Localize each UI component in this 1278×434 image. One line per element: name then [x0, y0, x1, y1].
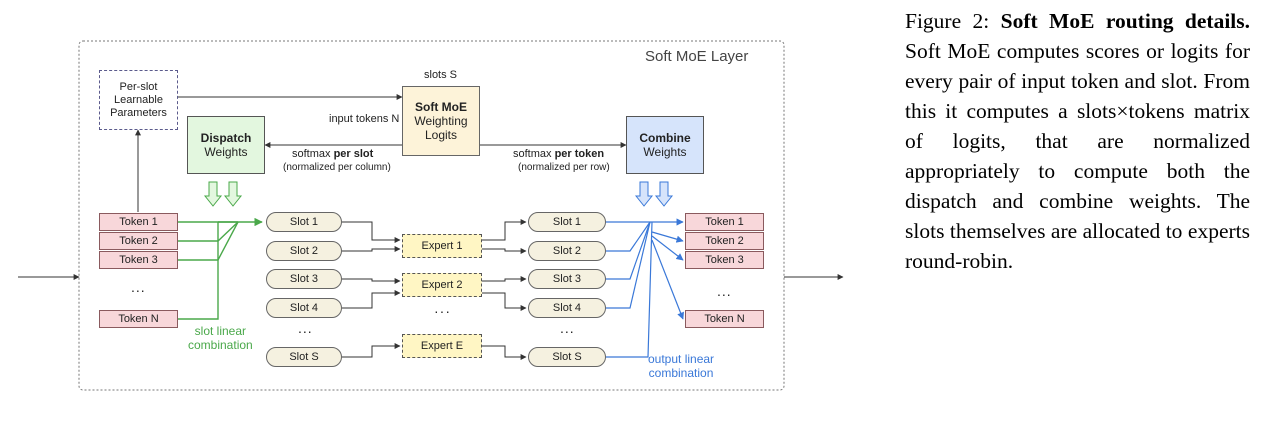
expert-ellipsis: ··· — [434, 303, 451, 319]
combine-down-arrow-2 — [654, 181, 674, 207]
softmax-token-prefix: softmax — [513, 148, 555, 160]
output-linear-lines — [606, 218, 684, 358]
params-line-3: Parameters — [110, 106, 167, 119]
output-slot-ellipsis: ... — [560, 320, 575, 336]
combine-weights-box: Combine Weights — [626, 116, 704, 174]
dispatch-weights-box: Dispatch Weights — [187, 116, 265, 174]
output-token: Token 2 — [685, 232, 764, 250]
output-slot: Slot 3 — [528, 269, 606, 289]
output-slot: Slot 1 — [528, 212, 606, 232]
output-token: Token N — [685, 310, 764, 328]
expert-box: Expert 1 — [402, 234, 482, 258]
output-token: Token 3 — [685, 251, 764, 269]
output-slot: Slot S — [528, 347, 606, 367]
weighting-logits-box: Soft MoE Weighting Logits — [402, 86, 480, 156]
input-token-ellipsis: ... — [131, 279, 146, 295]
output-slot: Slot 2 — [528, 241, 606, 261]
output-linear-label: output linear combination — [648, 352, 714, 380]
slots-label: slots S — [424, 69, 458, 81]
caption-bold: Soft MoE routing details. — [1000, 9, 1251, 33]
input-token: Token 2 — [99, 232, 178, 250]
slot-linear-label: slot linear combination — [188, 324, 253, 352]
params-line-1: Per-slot — [119, 80, 158, 93]
output-token-ellipsis: ... — [717, 283, 732, 299]
logits-line-2: Weighting — [414, 114, 468, 128]
input-slot: Slot 4 — [266, 298, 342, 318]
input-token: Token 3 — [99, 251, 178, 269]
expert-box: Expert 2 — [402, 273, 482, 297]
dispatch-sub: Weights — [204, 145, 248, 159]
dispatch-title: Dispatch — [200, 131, 252, 145]
learnable-params-box: Per-slot Learnable Parameters — [99, 70, 178, 130]
input-slot: Slot 2 — [266, 241, 342, 261]
output-linear-line-2: combination — [648, 366, 714, 380]
caption-label: Figure 2: — [905, 9, 990, 33]
caption-text: Soft MoE computes scores or logits for e… — [905, 39, 1250, 273]
softmax-token-note: (normalized per row) — [518, 162, 610, 173]
layer-frame — [78, 40, 785, 391]
slot-linear-line-2: combination — [188, 338, 253, 352]
softmax-slot-bold: per slot — [333, 148, 374, 160]
logits-title: Soft MoE — [415, 100, 467, 114]
layer-title: Soft MoE Layer — [645, 48, 749, 65]
logits-line-3: Logits — [424, 128, 458, 142]
slot-linear-line-1: slot linear — [194, 324, 247, 338]
slot-linear-lines — [178, 217, 263, 320]
softmax-slot-note: (normalized per column) — [283, 162, 391, 173]
softmax-slot-prefix: softmax — [292, 148, 334, 160]
softmax-token-bold: per token — [554, 148, 605, 160]
params-line-2: Learnable — [114, 93, 163, 106]
combine-title: Combine — [639, 131, 691, 145]
figure-caption: Figure 2: Soft MoE routing details. Soft… — [905, 6, 1250, 276]
input-slot-ellipsis: ... — [298, 320, 313, 336]
combine-down-arrow-1 — [634, 181, 654, 207]
diagram-connectors — [18, 40, 844, 391]
combine-sub: Weights — [643, 145, 687, 159]
input-slot: Slot 1 — [266, 212, 342, 232]
slot-expert-lines — [342, 219, 527, 360]
output-token: Token 1 — [685, 213, 764, 231]
input-slot: Slot S — [266, 347, 342, 367]
expert-box: Expert E — [402, 334, 482, 358]
softmax-per-token-label: softmax per token — [513, 148, 604, 160]
output-slot: Slot 4 — [528, 298, 606, 318]
dispatch-down-arrow-2 — [223, 181, 243, 207]
dispatch-down-arrow-1 — [203, 181, 223, 207]
softmax-per-slot-label: softmax per slot — [292, 148, 373, 160]
input-slot: Slot 3 — [266, 269, 342, 289]
input-token: Token N — [99, 310, 178, 328]
input-tokens-label: input tokens N — [329, 113, 400, 125]
input-token: Token 1 — [99, 213, 178, 231]
output-linear-line-1: output linear — [648, 352, 715, 366]
